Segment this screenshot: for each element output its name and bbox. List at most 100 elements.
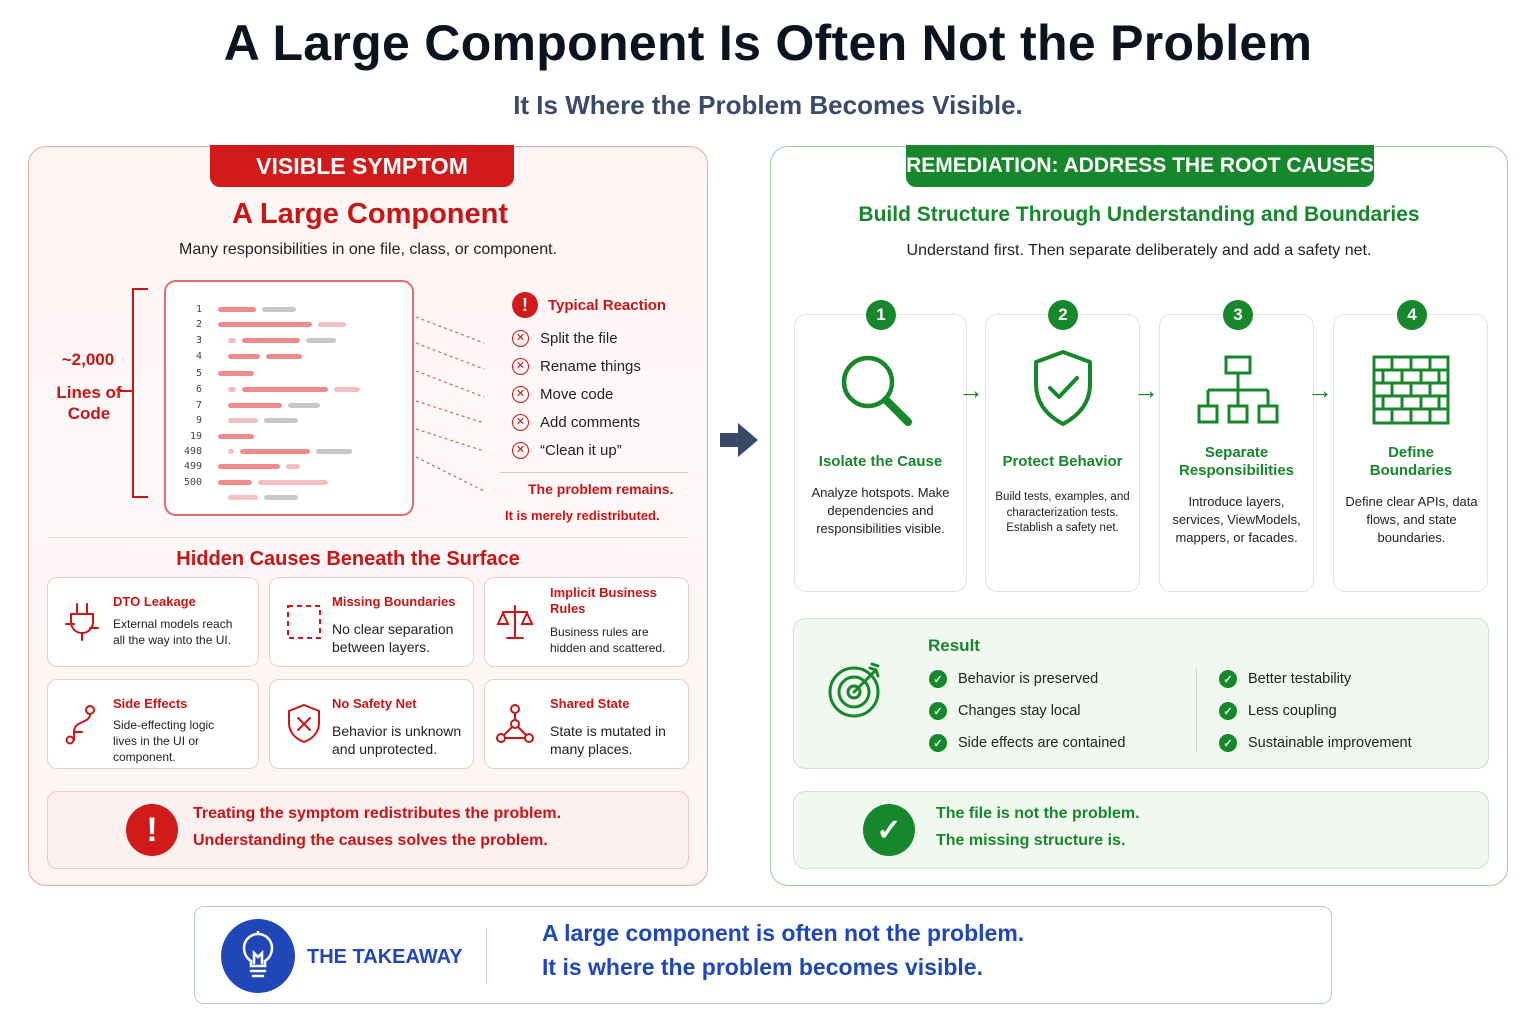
code-line: 9 [180,413,304,427]
check-icon: ✓ [1219,734,1237,752]
code-line: 3 [180,333,342,347]
brick-wall-icon [1372,355,1450,425]
reaction-label: Rename things [540,358,641,375]
symptom-banner: VISIBLE SYMPTOM [210,145,514,187]
takeaway-box [194,906,1332,1004]
step-description: Analyze hotspots. Make dependencies and … [811,485,950,536]
structure-line-1: The file is not the problem. [936,805,1140,822]
line-number: 498 [183,445,202,457]
result-item: ✓Better testability [1219,670,1351,688]
dashed-box-icon [287,605,321,639]
result-item: ✓Changes stay local [929,702,1081,720]
step-number: 4 [1397,300,1427,330]
result-label: Less coupling [1248,703,1337,719]
warning-line-1: Treating the symptom redistributes the p… [193,805,562,822]
x-circle-icon: ✕ [512,442,529,459]
result-label: Behavior is preserved [958,671,1099,687]
arrow-right-icon: → [1133,375,1159,405]
cause-description: No clear separation between layers. [332,621,454,655]
step-number: 2 [1048,300,1078,330]
check-circle-icon: ✓ [863,804,915,856]
lines-brace-tick [120,390,134,392]
check-icon: ✓ [929,670,947,688]
x-circle-icon: ✕ [512,330,529,347]
step-title: Isolate the Cause [818,453,943,470]
result-label: Sustainable improvement [1248,735,1412,751]
symptom-description: Many responsibilities in one file, class… [179,241,557,258]
code-file-illustration: 1 2 3 4 5 6 7 9 19 498 499 500 0 [164,280,414,516]
reaction-item: ✕Add comments [512,414,640,431]
cause-title: Shared State [550,696,630,711]
code-line: 2 [180,317,352,331]
target-icon [828,662,880,718]
line-number: 7 [195,399,202,411]
x-circle-icon: ✕ [512,414,529,431]
code-line: 500 [180,475,334,489]
lightbulb-icon [221,919,295,993]
alert-icon: ! [126,804,178,856]
reaction-label: Split the file [540,330,618,347]
result-item: ✓ Sustainable improvement [1219,734,1412,752]
line-number: 2 [195,318,202,330]
remediation-description: Understand first. Then separate delibera… [906,242,1372,259]
takeaway-label: THE TAKEAWAY [307,946,463,968]
problem-redistributed: It is merely redistributed. [505,508,660,523]
takeaway-line-2: It is where the problem becomes visible. [542,954,983,980]
result-item: ✓ Behavior is preserved [929,670,1098,688]
page-title: A Large Component Is Often Not the Probl… [223,15,1313,71]
hidden-causes-heading: Hidden Causes Beneath the Surface [176,548,520,570]
code-line: 5 [180,366,260,380]
divider [500,472,688,473]
code-line: 498 [180,444,358,458]
lines-count: ~2,000 [61,350,115,369]
plug-icon [65,603,99,641]
reaction-label: “Clean it up” [540,442,622,459]
cause-card-implicit-business-rules: Implicit Business Rules Business rules a… [484,577,689,667]
cause-card-missing-boundaries: Missing Boundaries No clear separation b… [269,577,474,667]
problem-remains: The problem remains. [528,481,674,497]
step-title: Define Boundaries [1369,444,1453,479]
reaction-item: ✕ Split the file [512,330,618,347]
lines-label: Lines of Code [56,383,122,423]
line-number: 6 [195,383,202,395]
code-line: 499 [180,459,306,473]
cause-description: State is mutated in many places. [550,723,666,757]
cause-card-shared-state: Shared State State is mutated in many pl… [484,679,689,769]
shield-check-icon [1034,350,1092,426]
step-card-separate [1159,314,1314,592]
step-card-protect [985,314,1140,592]
reaction-label: Move code [540,386,614,403]
remediation-heading: Build Structure Through Understanding an… [858,203,1420,226]
result-heading: Result [928,636,980,655]
reaction-item: ✕Move code [512,386,613,403]
shield-x-icon [288,703,320,744]
lines-brace [132,288,148,498]
page-subtitle: It Is Where the Problem Becomes Visible. [513,90,1023,120]
branch-icon [65,705,95,745]
line-number: 4 [195,350,202,362]
hierarchy-icon [1197,355,1279,424]
divider [486,928,487,984]
cause-title: Missing Boundaries [332,594,456,609]
code-line: 1 [180,302,302,316]
step-description: Define clear APIs, data flows, and state… [1345,494,1478,545]
network-icon [496,704,534,743]
line-number: 9 [195,414,202,426]
step-description: Introduce layers, services, ViewModels, … [1172,494,1301,545]
typical-reaction-heading: ! Typical Reaction [512,292,666,318]
reaction-item: ✕ “Clean it up” [512,442,622,459]
line-number: 19 [189,430,202,442]
code-line: 6 [180,382,366,396]
step-title: Separate Responsibilities [1178,444,1295,479]
takeaway-line-1: A large component is often not the probl… [542,920,1025,946]
code-line: 0 [180,490,304,504]
check-icon: ✓ [1219,670,1237,688]
cause-card-side-effects: Side Effects Side-effecting logic lives … [47,679,259,769]
line-number: 5 [195,367,202,379]
cause-title: DTO Leakage [113,594,196,609]
cause-title: No Safety Net [332,696,417,711]
symptom-heading: A Large Component [231,198,509,230]
dotted-connectors [415,316,485,492]
typical-reaction-label: Typical Reaction [548,296,667,314]
remediation-banner: REMEDIATION: ADDRESS THE ROOT CAUSES [906,145,1374,187]
